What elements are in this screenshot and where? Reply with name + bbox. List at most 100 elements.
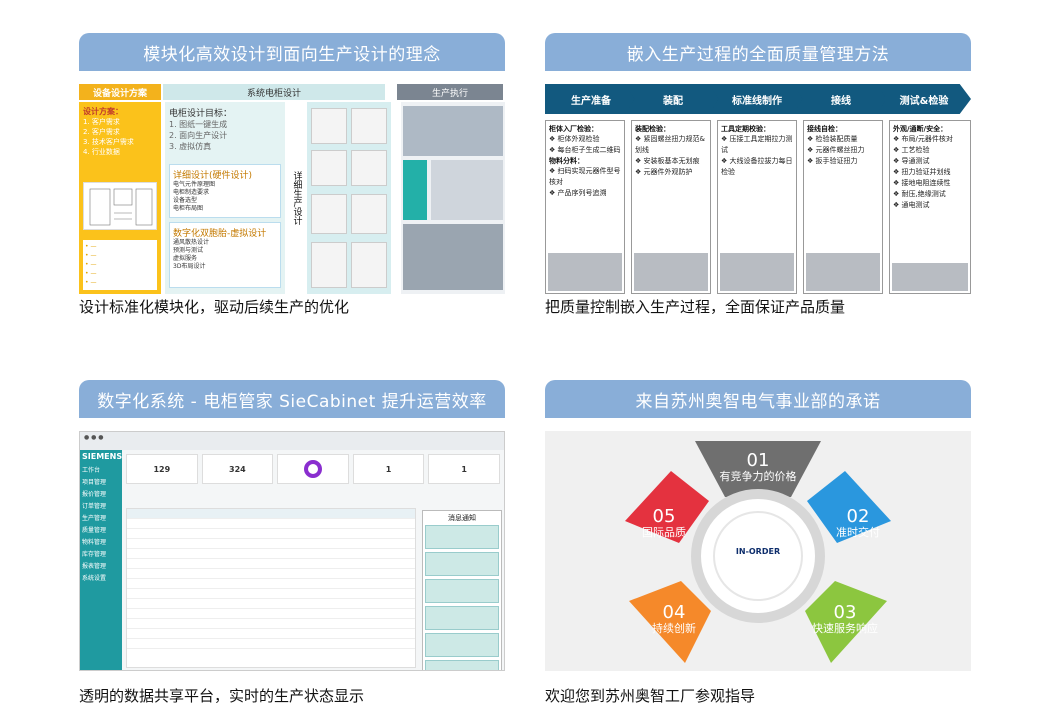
kpi-card: 1 <box>428 454 500 484</box>
table-row[interactable] <box>127 519 415 529</box>
process-card: 装配检验： ❖ 紧固螺丝扭力规范&划线 ❖ 安装板基本无划痕 ❖ 元器件外观防护 <box>631 120 711 294</box>
message-item[interactable] <box>425 552 499 576</box>
process-card: 工具定期校验： ❖ 压接工具定期拉力测试 ❖ 大线设备拉拔力每日检验 <box>717 120 797 294</box>
cabinet-design-column: 电柜设计目标： 1. 图纸一键生成 2. 面向生产设计 3. 虚拟仿真 详细设计… <box>165 102 285 294</box>
panel-title: 模块化高效设计到面向生产设计的理念 <box>79 33 505 71</box>
card-title: 接线自检： <box>807 125 842 133</box>
process-step: 生产准备 <box>545 84 637 114</box>
kpi-card: 129 <box>126 454 198 484</box>
card-item: ❖ 压接工具定期拉力测试 <box>721 135 793 154</box>
panel-caption: 欢迎您到苏州奥智工厂参观指导 <box>545 687 756 705</box>
design-plan-title: 设计方案： <box>83 107 123 116</box>
process-card: 接线自检： ❖ 检验装配质量 ❖ 元器件螺丝扭力 ❖ 扳手验证扭力 <box>803 120 883 294</box>
design-image <box>351 150 387 186</box>
center-circle <box>713 511 803 601</box>
card-item: ❖ 检验装配质量 <box>807 135 858 143</box>
sidebar-item: 报表管理 <box>82 563 107 570</box>
table-row[interactable] <box>127 569 415 579</box>
sidebar-item: 质量管理 <box>82 527 107 534</box>
message-item[interactable] <box>425 660 499 670</box>
message-popup[interactable]: 消息通知 <box>422 510 502 670</box>
message-item[interactable] <box>425 633 499 657</box>
app-sidebar: SIEMENS 工作台 项目管理 报价管理 订单管理 生产管理 质量管理 物料管… <box>80 450 122 670</box>
process-photo <box>720 253 794 291</box>
message-item[interactable] <box>425 606 499 630</box>
kpi-card <box>277 454 349 484</box>
design-image <box>311 108 347 144</box>
table-row[interactable] <box>127 639 415 649</box>
pentagon-diagram <box>625 441 891 663</box>
design-image <box>351 242 387 288</box>
digital-twin-item: 虚拟服务 <box>173 255 198 262</box>
factory-photo <box>403 106 503 156</box>
digital-twin-title: 数字化双胞胎-虚拟设计 <box>173 229 267 239</box>
process-photo <box>892 263 968 291</box>
card-title: 装配检验： <box>635 125 670 133</box>
table-row[interactable] <box>127 609 415 619</box>
cabinet-goal-item: 3. 虚拟仿真 <box>169 142 212 151</box>
card-item: ❖ 安装板基本无划痕 <box>635 157 700 165</box>
stage-bar: 设备设计方案 <box>79 84 161 100</box>
design-plan-item: 4. 行业数据 <box>83 148 120 156</box>
table-row[interactable] <box>127 619 415 629</box>
design-image <box>311 194 347 234</box>
table-row[interactable] <box>127 539 415 549</box>
card-title: 工具定期校验： <box>721 125 770 133</box>
app-main: 129 324 1 1 <box>122 450 504 670</box>
sidebar-item: 订单管理 <box>82 503 107 510</box>
card-item: ❖ 紧固螺丝扭力规范&划线 <box>635 135 705 154</box>
petal-04 <box>629 581 711 663</box>
table-row[interactable] <box>127 549 415 559</box>
table-row[interactable] <box>127 629 415 639</box>
stage-bar: 生产执行 <box>397 84 503 100</box>
card-title: 外观/通断/安全： <box>893 125 948 133</box>
card-item: ❖ 扭力验证并划线 <box>893 168 951 176</box>
sidebar-item: 物料管理 <box>82 539 107 546</box>
siemens-logo: SIEMENS <box>82 452 123 461</box>
screen-photo <box>403 160 427 220</box>
process-photo <box>634 253 708 291</box>
card-item: ❖ 布局/元器件核对 <box>893 135 953 143</box>
siecabinet-screenshot: ● ● ● SIEMENS 工作台 项目管理 报价管理 订单管理 生产管理 质量… <box>79 431 505 671</box>
production-execution-gallery <box>401 102 505 294</box>
table-row[interactable] <box>127 589 415 599</box>
card-item: ❖ 通电测试 <box>893 201 930 209</box>
popup-title: 消息通知 <box>448 514 476 522</box>
message-item[interactable] <box>425 525 499 549</box>
petal-01 <box>695 441 821 497</box>
design-image <box>311 242 347 288</box>
table-row[interactable] <box>127 599 415 609</box>
card-item: ❖ 柜体外观检验 <box>549 135 600 143</box>
table-row[interactable] <box>127 529 415 539</box>
sidebar-item: 系统设置 <box>82 575 107 582</box>
design-image <box>351 194 387 234</box>
card-item: ❖ 扫码实现元器件型号核对 <box>549 167 621 186</box>
process-card: 柜体入厂检验： ❖ 柜体外观检验 ❖ 每台柜子生成二维码 物料分料： ❖ 扫码实… <box>545 120 625 294</box>
hardware-design-item: 设备选型 <box>173 197 198 204</box>
table-row[interactable] <box>127 579 415 589</box>
hardware-design-item: 电柜布局图 <box>173 205 204 212</box>
kpi-row: 129 324 1 1 <box>126 454 500 484</box>
quality-process-figure: 生产准备 装配 标准线制作 接线 测试&检验 柜体入厂检验： ❖ 柜体外观检验 … <box>545 84 971 294</box>
dashboard-photo <box>431 160 503 220</box>
card-title: 物料分料： <box>549 157 584 165</box>
table-row[interactable] <box>127 559 415 569</box>
card-item: ❖ 导通测试 <box>893 157 930 165</box>
design-image <box>351 108 387 144</box>
donut-chart-icon <box>303 460 322 478</box>
design-plan-item: 1. 客户需求 <box>83 118 120 126</box>
process-cards: 柜体入厂检验： ❖ 柜体外观检验 ❖ 每台柜子生成二维码 物料分料： ❖ 扫码实… <box>545 120 971 294</box>
table-header <box>127 509 415 519</box>
kpi-card: 1 <box>352 454 425 484</box>
sidebar-item: 库存管理 <box>82 551 107 558</box>
process-card: 外观/通断/安全： ❖ 布局/元器件核对 ❖ 工艺检验 ❖ 导通测试 ❖ 扭力验… <box>889 120 971 294</box>
process-steps: 生产准备 装配 标准线制作 接线 测试&检验 <box>545 84 971 114</box>
message-item[interactable] <box>425 579 499 603</box>
cabinet-goal-title: 电柜设计目标： <box>169 109 233 119</box>
design-image <box>311 150 347 186</box>
team-photo <box>403 224 503 290</box>
